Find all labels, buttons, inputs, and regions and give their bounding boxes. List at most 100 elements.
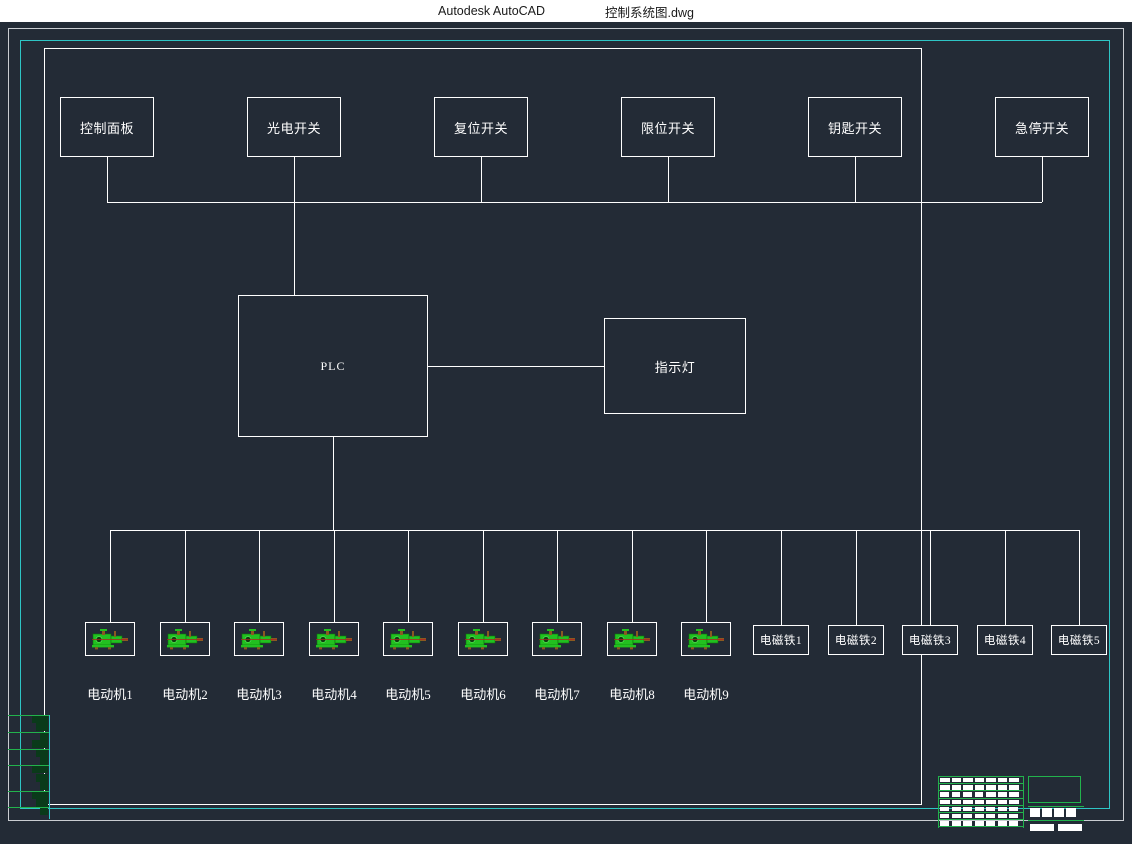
input-node-4[interactable]: 限位开关 xyxy=(621,97,715,157)
title-block-grid-cell xyxy=(963,778,973,783)
title-block-grid-cell xyxy=(997,799,1008,805)
title-block-small-cell xyxy=(1030,824,1054,831)
title-block-panel-line xyxy=(1080,812,1114,813)
motor-label-8: 电动机8 xyxy=(609,687,655,702)
motor-icon xyxy=(241,629,277,650)
wire-motor-drop-7 xyxy=(557,530,558,622)
title-block-grid-cell xyxy=(997,792,1008,797)
input-node-3[interactable]: 复位开关 xyxy=(434,97,528,157)
motor-icon xyxy=(614,629,650,650)
wire-solenoid-drop-5 xyxy=(1079,530,1080,625)
title-block-grid-cell xyxy=(940,778,950,783)
title-block-panel-line xyxy=(1113,776,1114,813)
solenoid-node-1[interactable]: 电磁铁1 xyxy=(753,625,809,655)
revision-grid-line xyxy=(8,807,50,809)
title-block-panel-line xyxy=(1028,806,1084,807)
wire-solenoid-drop-4 xyxy=(1005,530,1006,625)
title-block-grid-cell xyxy=(997,821,1008,826)
title-block-panel-line xyxy=(1028,776,1080,777)
solenoid-node-4[interactable]: 电磁铁4 xyxy=(977,625,1033,655)
motor-icon xyxy=(390,629,426,650)
input-node-2[interactable]: 光电开关 xyxy=(247,97,341,157)
solenoid-label: 电磁铁3 xyxy=(908,635,952,647)
revision-row xyxy=(8,799,50,807)
solenoid-node-3[interactable]: 电磁铁3 xyxy=(902,625,958,655)
title-block-panel-line xyxy=(1028,820,1084,821)
motor-icon xyxy=(316,629,352,650)
input-node-label: 复位开关 xyxy=(453,120,508,136)
title-block-grid-cell xyxy=(1009,799,1019,805)
title-block-grid-cell xyxy=(951,778,962,783)
revision-row-dark xyxy=(40,757,48,765)
title-block-grid-hline xyxy=(938,826,1023,828)
wire-motor-drop-2 xyxy=(185,530,186,622)
wire-motor-drop-9 xyxy=(706,530,707,622)
revision-row-dark xyxy=(32,765,48,774)
wire-bus-jog xyxy=(294,202,333,203)
application-name: Autodesk AutoCAD xyxy=(438,4,546,18)
title-block-grid-cell xyxy=(974,778,985,783)
revision-grid-line xyxy=(8,790,50,792)
revision-row-dark xyxy=(40,731,48,740)
motor-node-2[interactable] xyxy=(160,622,210,656)
motor-icon xyxy=(465,629,501,650)
motor-node-3[interactable] xyxy=(234,622,284,656)
input-node-label: 钥匙开关 xyxy=(827,120,882,136)
solenoid-node-5[interactable]: 电磁铁5 xyxy=(1051,625,1107,655)
revision-grid-line xyxy=(8,748,50,750)
revision-row-dark xyxy=(32,715,48,723)
revision-row-dark xyxy=(36,748,48,757)
title-block-grid-cell xyxy=(974,799,985,805)
title-block-grid-cell xyxy=(974,814,985,819)
solenoid-node-2[interactable]: 电磁铁2 xyxy=(828,625,884,655)
wire-motor-drop-6 xyxy=(483,530,484,622)
title-block-grid-cell xyxy=(986,792,996,797)
wire-input-drop-4 xyxy=(668,157,669,202)
drawing-border-inner xyxy=(44,48,922,805)
solenoid-label: 电磁铁5 xyxy=(1057,635,1101,647)
title-block-grid-hline xyxy=(938,812,1023,813)
title-block-panel-line xyxy=(1080,776,1114,777)
drawing-border-cyan xyxy=(20,40,1110,809)
title-block-grid-cell xyxy=(940,799,950,805)
title-block-grid-cell xyxy=(963,821,973,826)
title-block-grid-hline xyxy=(938,776,1023,777)
revision-grid-line xyxy=(8,715,50,716)
motor-node-7[interactable] xyxy=(532,622,582,656)
motor-node-6[interactable] xyxy=(458,622,508,656)
plc-node[interactable]: PLC xyxy=(238,295,428,437)
title-block-grid-hline xyxy=(938,819,1023,821)
title-block-panel-line xyxy=(1028,802,1080,803)
input-node-5[interactable]: 钥匙开关 xyxy=(808,97,902,157)
input-node-6[interactable]: 急停开关 xyxy=(995,97,1089,157)
indicator-label: 指示灯 xyxy=(654,359,696,375)
title-block-grid-cell xyxy=(951,814,962,819)
motor-node-9[interactable] xyxy=(681,622,731,656)
title-block-grid-cell xyxy=(997,778,1008,783)
wire-plc-to-indicator xyxy=(428,366,604,367)
solenoid-label: 电磁铁2 xyxy=(834,635,878,647)
revision-row xyxy=(8,790,50,799)
revision-row xyxy=(8,782,50,791)
document-file-name: 控制系统图.dwg xyxy=(605,5,694,20)
revision-row xyxy=(8,748,50,757)
title-block-grid-cell xyxy=(963,792,972,797)
title-block-grid-cell xyxy=(986,799,996,805)
revision-row xyxy=(8,715,50,723)
title-block-grid-cell xyxy=(940,821,950,826)
wire-motor-drop-4 xyxy=(334,530,335,622)
motor-node-1[interactable] xyxy=(85,622,135,656)
wire-input-drop-2 xyxy=(294,157,295,202)
indicator-node[interactable]: 指示灯 xyxy=(604,318,746,414)
motor-node-4[interactable] xyxy=(309,622,359,656)
revision-row-dark xyxy=(36,723,48,732)
input-node-label: 控制面板 xyxy=(79,120,134,136)
wire-input-drop-6 xyxy=(1042,157,1043,202)
motor-node-5[interactable] xyxy=(383,622,433,656)
input-node-1[interactable]: 控制面板 xyxy=(60,97,154,157)
motor-icon xyxy=(167,629,203,650)
motor-node-8[interactable] xyxy=(607,622,657,656)
motor-label-3: 电动机3 xyxy=(236,687,282,702)
bus-input xyxy=(107,202,1042,203)
